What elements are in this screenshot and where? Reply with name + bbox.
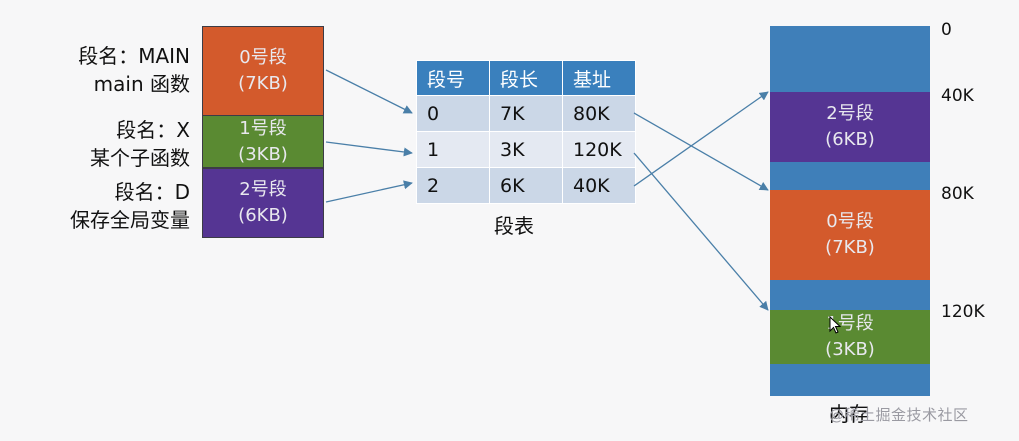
arrow-table-row0-to-mem bbox=[633, 112, 769, 191]
memory-block-seg2: 2号段 (6KB) bbox=[770, 92, 930, 162]
memory-block-seg2-size: (6KB) bbox=[825, 129, 875, 150]
segment-0-name: 段名：MAIN bbox=[78, 44, 190, 68]
segment-table: 段号 段长 基址 0 7K 80K 1 3K 120K 2 6K 40K bbox=[416, 60, 636, 204]
memory-block-seg1: 1号段 (3KB) bbox=[770, 310, 930, 364]
table-cell: 1 bbox=[416, 131, 490, 168]
segment-2-desc: 保存全局变量 bbox=[70, 208, 190, 232]
watermark: @稀土掘金技术社区 bbox=[829, 406, 969, 424]
memory-block-seg1-size: (3KB) bbox=[825, 339, 875, 360]
arrow-table-row1-to-mem bbox=[633, 152, 769, 311]
table-cell: 7K bbox=[489, 95, 563, 132]
memory-free-area bbox=[770, 364, 930, 396]
header-seg-len: 段长 bbox=[489, 60, 563, 96]
segment-2-box: 2号段 (6KB) bbox=[202, 168, 324, 238]
segment-0-desc: main 函数 bbox=[93, 72, 190, 96]
table-row: 1 3K 120K bbox=[416, 131, 636, 168]
memory-block-seg1-title: 1号段 bbox=[826, 313, 874, 334]
table-cell: 0 bbox=[416, 95, 490, 132]
arrow-seg2-to-table bbox=[325, 180, 413, 203]
memory-block-seg0-title: 0号段 bbox=[826, 211, 874, 232]
memory-free-area bbox=[770, 26, 930, 92]
header-base: 基址 bbox=[562, 60, 636, 96]
arrow-seg1-to-table bbox=[325, 141, 413, 157]
segment-1-name: 段名：X bbox=[116, 118, 190, 142]
memory-free-area bbox=[770, 162, 930, 190]
memory-block-seg0: 0号段 (7KB) bbox=[770, 190, 930, 280]
segment-2-name: 段名：D bbox=[114, 180, 190, 204]
address-label: 40K bbox=[941, 86, 974, 106]
memory-free-area bbox=[770, 280, 930, 310]
segment-0-size: (7KB) bbox=[238, 73, 288, 94]
table-cell: 80K bbox=[562, 95, 636, 132]
table-cell: 2 bbox=[416, 167, 490, 204]
table-cell: 6K bbox=[489, 167, 563, 204]
segment-1-box: 1号段 (3KB) bbox=[202, 115, 324, 168]
segment-table-caption: 段表 bbox=[494, 214, 534, 238]
segment-1-size: (3KB) bbox=[238, 143, 288, 165]
address-label: 80K bbox=[941, 184, 974, 204]
segment-2-title: 2号段 bbox=[239, 179, 287, 200]
arrow-seg0-to-table bbox=[325, 69, 413, 114]
segment-2-size: (6KB) bbox=[238, 205, 288, 226]
mouse-cursor-icon bbox=[829, 316, 841, 334]
table-row: 0 7K 80K bbox=[416, 95, 636, 132]
table-cell: 120K bbox=[562, 131, 636, 168]
segment-0-title: 0号段 bbox=[239, 47, 287, 68]
segment-2-label: 段名：D 保存全局变量 bbox=[70, 178, 190, 234]
table-cell: 3K bbox=[489, 131, 563, 168]
segment-1-label: 段名：X 某个子函数 bbox=[90, 116, 190, 172]
address-label: 120K bbox=[941, 302, 985, 322]
segment-1-title: 1号段 bbox=[239, 117, 287, 139]
arrow-table-row2-to-mem bbox=[633, 91, 769, 187]
table-row: 2 6K 40K bbox=[416, 167, 636, 204]
segment-1-desc: 某个子函数 bbox=[90, 146, 190, 170]
memory-block-seg0-size: (7KB) bbox=[825, 237, 875, 258]
address-label: 0 bbox=[941, 20, 952, 40]
segment-0-label: 段名：MAIN main 函数 bbox=[78, 42, 190, 98]
memory-caption: 内存 bbox=[829, 402, 869, 426]
memory-block-seg2-title: 2号段 bbox=[826, 103, 874, 124]
